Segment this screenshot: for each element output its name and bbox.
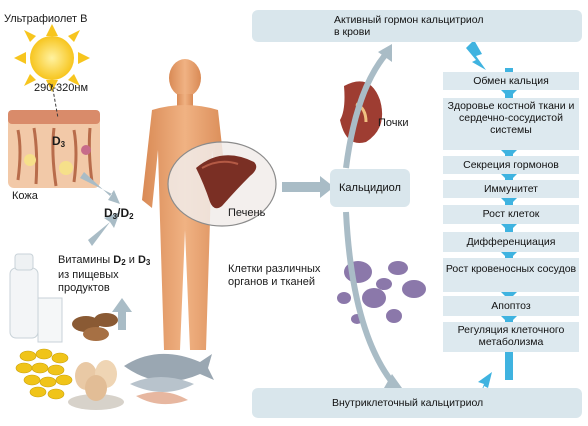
milk-glass-icon [37, 297, 63, 343]
liver-icon [196, 155, 257, 209]
liver-label: Печень [228, 207, 266, 219]
sun-icon [14, 24, 90, 92]
eggs-icon [68, 360, 124, 410]
fish-icon [124, 353, 214, 405]
effect-apoptosis: Апоптоз [443, 296, 579, 316]
calcidiol-box: Кальцидиол [330, 169, 410, 207]
skin-label: Кожа [12, 190, 38, 202]
skin-section-icon [8, 110, 100, 188]
milk-bottle-icon [9, 253, 39, 339]
effect-immunity: Иммунитет [443, 180, 579, 198]
wavelength-label: 290-320нм [34, 82, 89, 94]
kidney-label: Почки [378, 117, 409, 129]
effect-blood-vessel-growth: Рост кровеносных сосудов [443, 258, 579, 292]
effect-cell-growth: Рост клеток [443, 205, 579, 224]
kidney-icon [340, 81, 383, 144]
effect-bone-cardio-health: Здоровье костной ткани и сердечно-сосуди… [443, 98, 579, 150]
vitamin-capsules-icon [15, 348, 73, 400]
intracellular-calcitriol-box: Внутриклеточный кальцитриол [252, 388, 582, 418]
effect-differentiation: Дифференциация [443, 232, 579, 252]
mushrooms-icon [72, 313, 118, 341]
skin-d3-label: D3 [52, 134, 66, 149]
effect-hormone-secretion: Секреция гормонов [443, 156, 579, 174]
d3-d2-label: D3/D2 [104, 206, 134, 221]
effect-cell-metabolism: Регуляция клеточного метаболизма [443, 322, 579, 352]
active-calcitriol-box: Активный гормон кальцитриол в крови [252, 10, 582, 42]
uv-label: Ультрафиолет В [4, 13, 88, 25]
vitamins-label: Витамины D2 и D3 из пищевых продуктов [58, 254, 151, 294]
effect-calcium-metabolism: Обмен кальция [443, 72, 579, 90]
cells-label: Клетки различных органов и тканей [228, 263, 321, 288]
